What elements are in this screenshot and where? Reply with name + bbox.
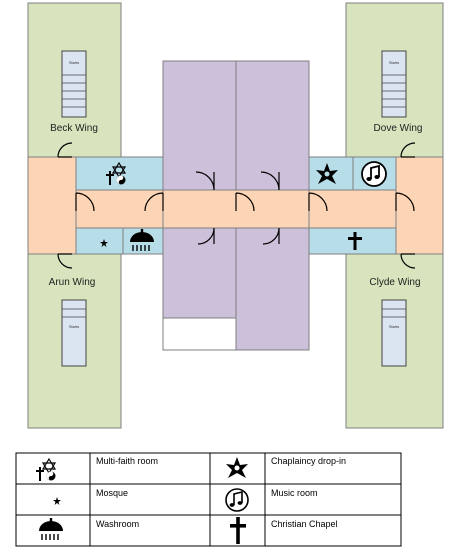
- door-clyde[interactable]: [400, 253, 416, 269]
- door-dove[interactable]: [400, 142, 416, 158]
- door-hall-left-bottom[interactable]: [197, 227, 215, 245]
- right-lobby: [395, 156, 444, 255]
- cross-icon: [230, 517, 246, 544]
- wing-label-beck: Beck Wing: [50, 123, 98, 134]
- stairs-label: Stairs: [69, 60, 79, 65]
- legend-label-chaplaincy: Chaplaincy drop-in: [271, 456, 346, 466]
- stairs-beck: Stairs: [61, 50, 87, 118]
- shower-icon: [130, 229, 154, 251]
- stairs-label: Stairs: [69, 324, 79, 329]
- wing-label-dove: Dove Wing: [374, 123, 423, 134]
- door-hall-left-top[interactable]: [195, 171, 215, 191]
- wing-label-clyde: Clyde Wing: [369, 277, 420, 288]
- door-hall-middle[interactable]: [235, 192, 255, 212]
- door-beck[interactable]: [57, 142, 73, 158]
- music-note-icon: [361, 161, 387, 187]
- chaplaincy-flower-icon: [226, 457, 248, 478]
- chaplaincy-flower-icon: [316, 163, 338, 184]
- stairs-arun: Stairs: [61, 299, 87, 367]
- stairs-clyde: Stairs: [381, 299, 407, 367]
- wing-label-arun: Arun Wing: [49, 277, 96, 288]
- multi-faith-icon: [106, 161, 132, 185]
- mosque-room: [75, 227, 124, 255]
- legend-label-multi-faith: Multi-faith room: [96, 456, 158, 466]
- legend-label-chapel: Christian Chapel: [271, 519, 338, 529]
- legend-label-washroom: Washroom: [96, 519, 139, 529]
- crescent-star-icon: [90, 233, 108, 251]
- legend-label-music: Music room: [271, 488, 318, 498]
- corridors: [27, 156, 444, 255]
- door-hall-right-top[interactable]: [260, 171, 280, 191]
- door-hall-right-east[interactable]: [308, 192, 328, 212]
- legend: Multi-faith room Chaplaincy drop-in Mosq…: [15, 452, 402, 547]
- door-left-lobby[interactable]: [75, 192, 95, 212]
- crescent-star-icon: [43, 491, 61, 509]
- legend-label-mosque: Mosque: [96, 488, 128, 498]
- stairs-label: Stairs: [389, 60, 399, 65]
- cross-icon: [348, 232, 362, 250]
- hall-left-bottom: [162, 317, 237, 351]
- facility-rooms: [75, 156, 397, 255]
- doors: [57, 142, 416, 269]
- door-arun[interactable]: [57, 253, 73, 269]
- shower-icon: [39, 518, 63, 540]
- door-right-lobby[interactable]: [395, 192, 415, 212]
- door-hall-left-west[interactable]: [144, 192, 164, 212]
- multi-faith-icon: [36, 457, 62, 481]
- chapel-room: [308, 227, 397, 255]
- stairs-label: Stairs: [389, 324, 399, 329]
- music-note-icon: [225, 488, 249, 512]
- door-hall-right-bottom[interactable]: [262, 227, 280, 245]
- left-lobby: [27, 156, 77, 255]
- stairs-dove: Stairs: [381, 50, 407, 118]
